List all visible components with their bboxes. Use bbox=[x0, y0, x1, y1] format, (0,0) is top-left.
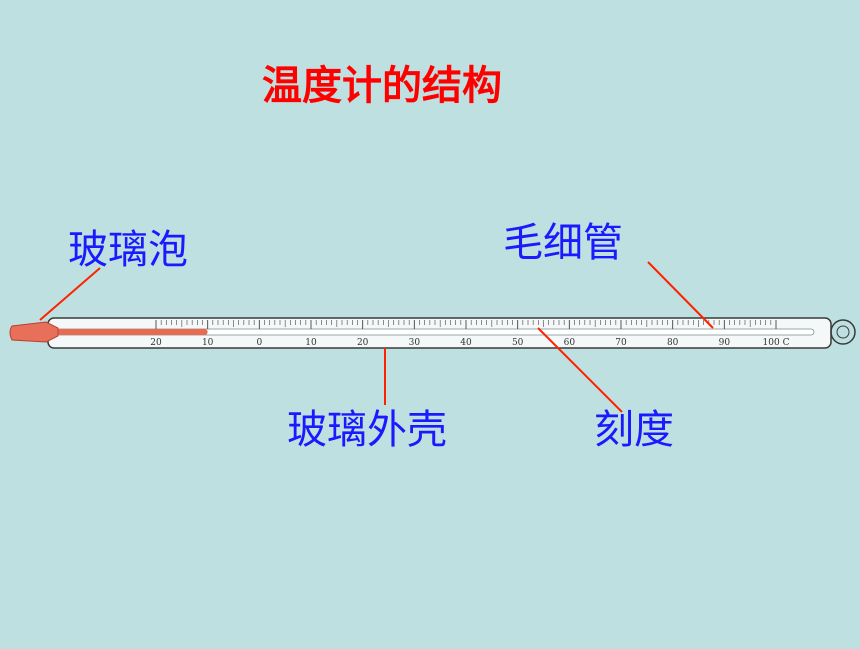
pointer-line-bulb bbox=[39, 267, 101, 321]
label-scale: 刻度 bbox=[594, 407, 674, 453]
scale-number: 80 bbox=[667, 338, 679, 348]
scale-ticks bbox=[155, 320, 777, 329]
label-capillary: 毛细管 bbox=[503, 220, 623, 266]
scale-number: 10 bbox=[202, 338, 214, 348]
scale-number: 90 bbox=[719, 338, 731, 348]
scale-number: 20 bbox=[357, 338, 369, 348]
scale-number: 100 C bbox=[763, 338, 790, 348]
scale-number: 30 bbox=[409, 338, 421, 348]
hanging-ring bbox=[830, 319, 856, 345]
scale-number: 0 bbox=[256, 338, 262, 348]
hanging-ring-inner bbox=[836, 325, 850, 339]
glass-bulb bbox=[9, 321, 59, 343]
scale-numbers: 20 10 0 10 20 30 40 50 60 70 80 90 100 C bbox=[150, 338, 789, 348]
pointer-line-scale bbox=[537, 327, 623, 413]
scale-number: 60 bbox=[564, 338, 576, 348]
label-glass-shell: 玻璃外壳 bbox=[287, 407, 447, 453]
label-glass-bulb: 玻璃泡 bbox=[68, 227, 188, 273]
liquid-column bbox=[40, 329, 208, 335]
scale-number: 10 bbox=[305, 338, 317, 348]
scale-number: 70 bbox=[615, 338, 627, 348]
scale-number: 40 bbox=[460, 338, 472, 348]
scale-number: 50 bbox=[512, 338, 524, 348]
page-title: 温度计的结构 bbox=[262, 63, 502, 109]
scale-number: 20 bbox=[150, 338, 162, 348]
pointer-line-capillary bbox=[647, 261, 714, 329]
